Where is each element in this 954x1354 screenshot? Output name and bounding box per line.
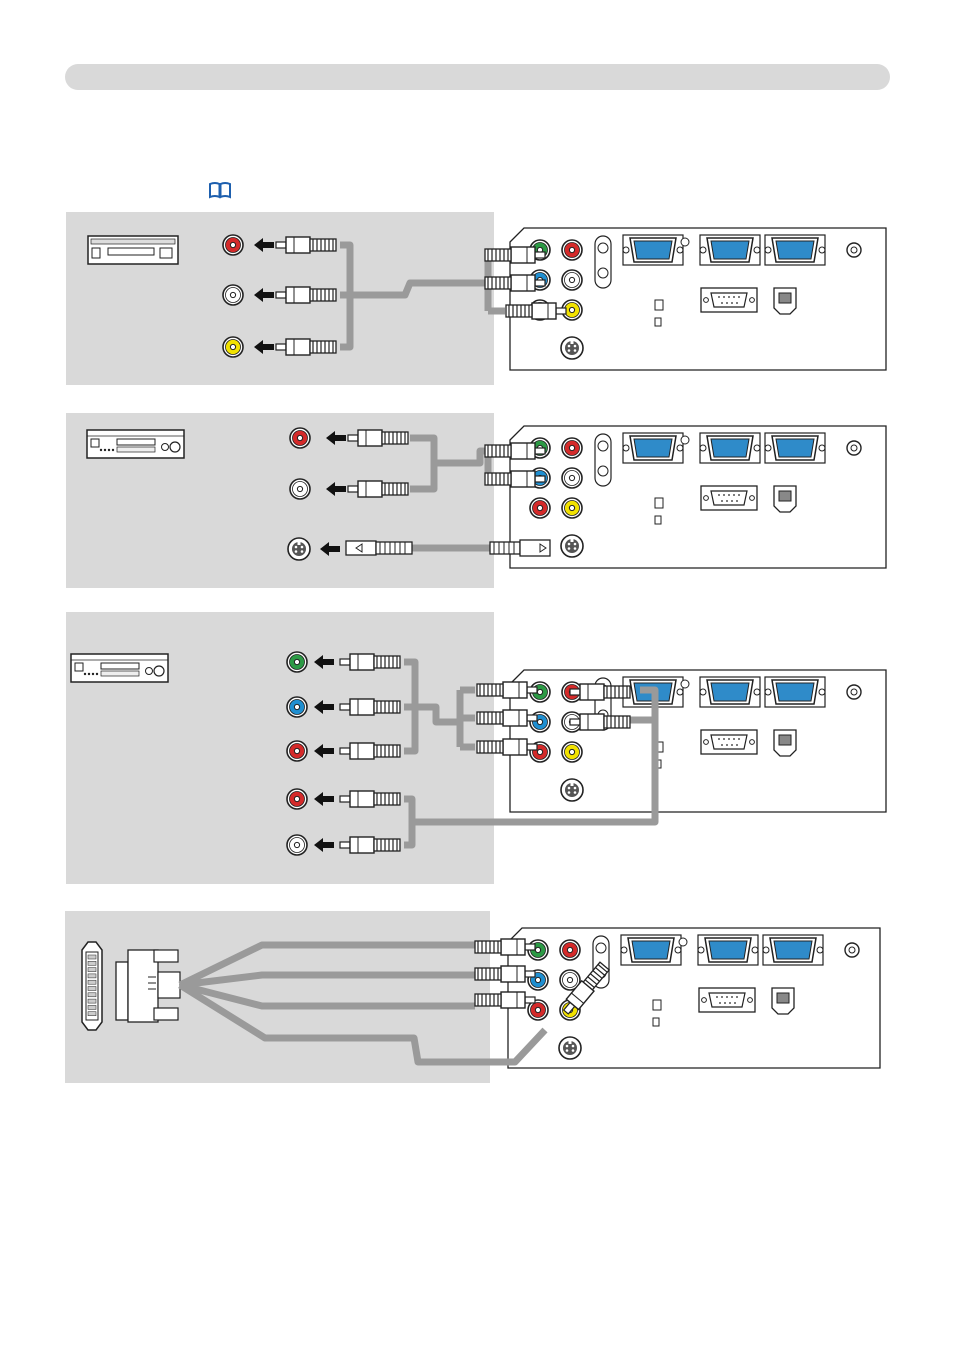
dvd-svideo-jack — [288, 538, 310, 560]
projector-led-1 — [681, 238, 689, 246]
vcr-video-jack — [223, 337, 243, 357]
rca-plug — [348, 430, 408, 446]
dvd-y-jack — [287, 652, 307, 672]
arrow-left-icon — [314, 744, 334, 758]
arrow-left-icon — [314, 838, 334, 852]
projector-switch-1 — [655, 300, 663, 310]
projector-control-port-2 — [701, 486, 757, 510]
arrow-left-icon — [314, 700, 334, 714]
projector-usb-port-3 — [774, 730, 796, 756]
projector-led-4 — [679, 938, 687, 946]
projector-jack-audio-r-4 — [560, 940, 580, 960]
projector-jack-audio-r-1 — [562, 240, 582, 260]
projector-jack-video-3 — [562, 742, 582, 762]
projector-jack-cr-2 — [530, 498, 550, 518]
rca-plug — [340, 654, 400, 670]
projector-svideo-jack-1 — [561, 337, 583, 359]
dvd-audio-r-jack — [287, 789, 307, 809]
projector-audio-out-2 — [595, 434, 611, 486]
dvd-player-icon — [71, 654, 168, 682]
projector-usb-port-2 — [774, 486, 796, 512]
dvd-audio-r-jack — [290, 428, 310, 448]
projector-svideo-jack-3 — [561, 779, 583, 801]
dvd-player-icon — [87, 430, 184, 458]
projector-usb-port-1 — [774, 288, 796, 314]
arrow-left-icon — [314, 655, 334, 669]
rca-plug — [340, 791, 400, 807]
projector-control-port-4 — [699, 988, 755, 1012]
scart-cable-3 — [180, 985, 475, 1006]
projector-led-2 — [681, 436, 689, 444]
vcr-audio-r-jack — [223, 235, 243, 255]
rca-plug — [340, 743, 400, 759]
rca-plug — [276, 237, 336, 253]
component-cable-fanout — [460, 690, 475, 747]
arrow-left-icon — [254, 288, 274, 302]
dvd-cb-jack — [287, 697, 307, 717]
arrow-left-icon — [254, 340, 274, 354]
vcr-icon — [88, 236, 178, 264]
rca-plug — [340, 837, 400, 853]
dvd-cr-jack — [287, 741, 307, 761]
svideo-plug-source — [346, 541, 412, 555]
projector-control-port-3 — [701, 730, 757, 754]
projector-led-3 — [681, 680, 689, 688]
dvd-audio-l-jack — [290, 479, 310, 499]
projector-control-port-1 — [701, 288, 757, 312]
projector-switch-4 — [653, 1000, 661, 1010]
svideo-plug-projector — [490, 540, 550, 556]
dvd-audio-cable-trunk — [410, 438, 488, 489]
projector-jack-audio-l-2 — [562, 468, 582, 488]
arrow-left-icon — [326, 431, 346, 445]
projector-svideo-jack-4 — [559, 1037, 581, 1059]
projector-switch-2 — [655, 498, 663, 508]
rca-plug — [348, 481, 408, 497]
projector-audio-out-1 — [595, 236, 611, 288]
arrow-left-icon — [320, 542, 340, 556]
projector-jack-audio-l-1 — [562, 270, 582, 290]
vcr-cable-trunk — [340, 245, 488, 347]
dvd-audio-l-jack — [287, 835, 307, 855]
rca-plug — [340, 699, 400, 715]
projector-jack-audio-r-2 — [562, 438, 582, 458]
projector-svideo-jack-2 — [561, 535, 583, 557]
projector-jack-video-2 — [562, 498, 582, 518]
arrow-left-icon — [314, 792, 334, 806]
projector-usb-port-4 — [772, 988, 794, 1014]
scart-cable-2 — [180, 975, 475, 985]
arrow-left-icon — [254, 238, 274, 252]
scart-connector-icon — [82, 942, 180, 1030]
rca-plug — [276, 287, 336, 303]
vcr-audio-l-jack — [223, 285, 243, 305]
arrow-left-icon — [326, 482, 346, 496]
rca-plug — [276, 339, 336, 355]
component-cable-trunk — [404, 662, 460, 751]
